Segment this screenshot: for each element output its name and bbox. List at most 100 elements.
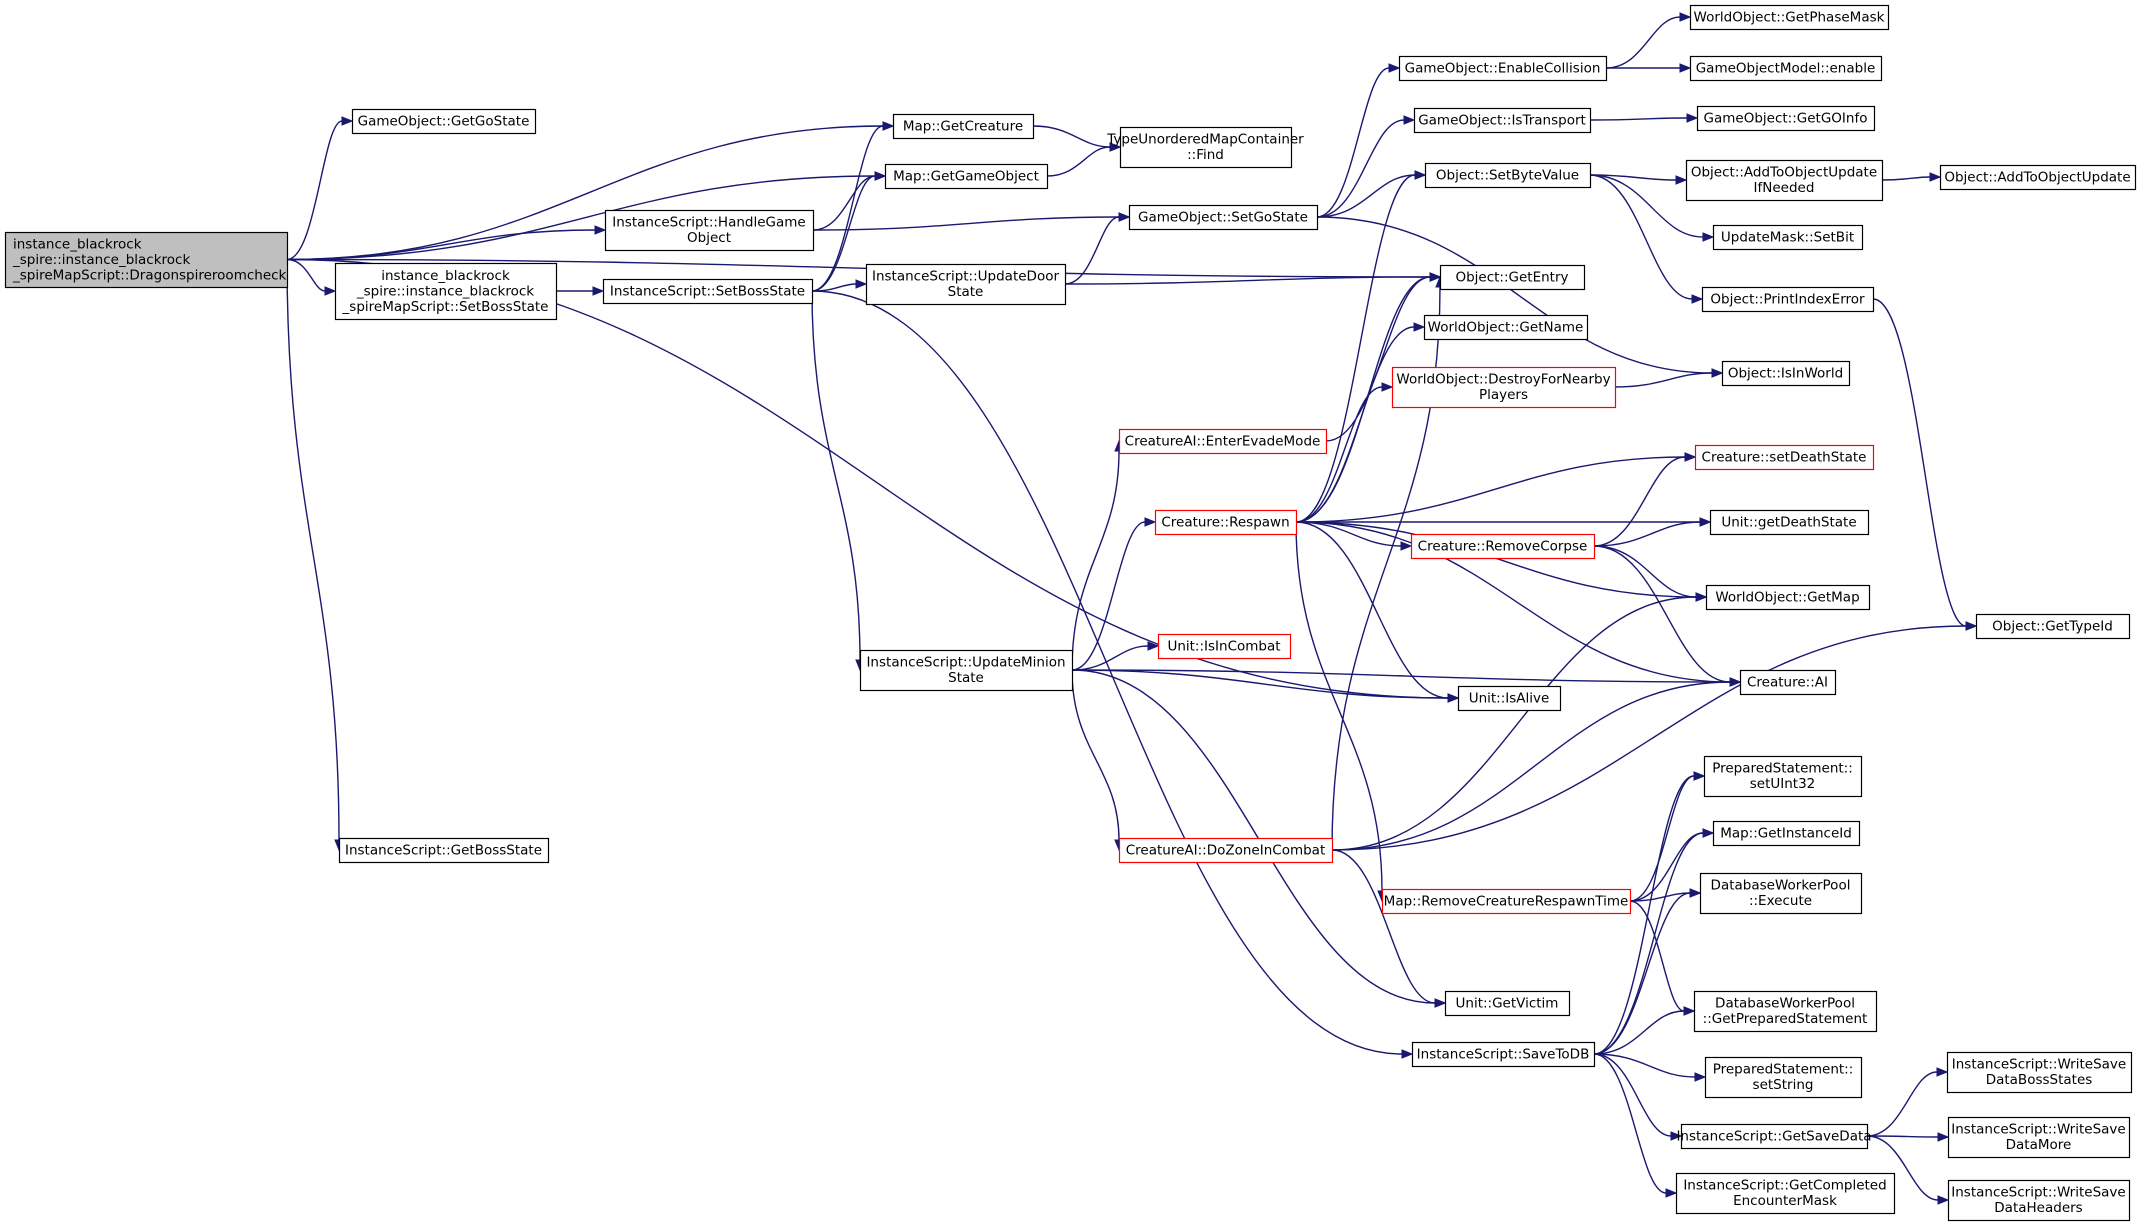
node-label-line: InstanceScript::SaveToDB: [1417, 1046, 1590, 1062]
node-label-line: Object::AddToObjectUpdate: [1944, 169, 2130, 185]
node-objGetTypeId[interactable]: Object::GetTypeId: [1975, 613, 2131, 640]
node-unitGetVictim[interactable]: Unit::GetVictim: [1444, 990, 1571, 1017]
edge-line: [1605, 16, 1681, 69]
node-creatureAI[interactable]: Creature::AI: [1739, 669, 1837, 696]
edge-line: [1064, 216, 1120, 285]
edge-arrowhead: [1401, 1049, 1414, 1059]
edge-line: [1589, 174, 1704, 238]
node-psSetUInt32[interactable]: PreparedStatement::setUInt32: [1703, 755, 1863, 798]
node-psSetString[interactable]: PreparedStatement::setString: [1704, 1056, 1863, 1099]
node-label-line: State: [948, 670, 984, 686]
node-mapRemoveCreatureRespawnTime[interactable]: Map::RemoveCreatureRespawnTime: [1381, 888, 1632, 915]
edge-line: [1032, 125, 1111, 148]
node-box: [1423, 314, 1589, 341]
node-label-line: InstanceScript::HandleGame: [612, 215, 805, 231]
node-label-line: GameObjectModel::enable: [1696, 60, 1876, 76]
node-aiEnterEvadeMode[interactable]: CreatureAI::EnterEvadeMode: [1118, 428, 1328, 455]
edge-arrowhead: [1675, 175, 1688, 185]
node-typeFind[interactable]: TypeUnorderedMapContainer::Find: [1106, 126, 1304, 169]
node-objPrintIndexError[interactable]: Object::PrintIndexError: [1701, 286, 1875, 313]
edge-arrowhead: [1665, 1188, 1678, 1198]
node-box: [1439, 264, 1586, 291]
node-objAddToObjectUpdate[interactable]: Object::AddToObjectUpdate: [1939, 164, 2137, 191]
node-box: [334, 262, 558, 321]
node-unitIsAlive[interactable]: Unit::IsAlive: [1457, 685, 1562, 712]
node-box: [1685, 159, 1884, 202]
node-mapGetCreature[interactable]: Map::GetCreature: [892, 113, 1035, 140]
node-gomEnable[interactable]: GameObjectModel::enable: [1689, 55, 1883, 82]
edge-isSaveToDB-to-dbwpGetPreparedStatement: [1593, 1006, 1696, 1055]
node-box: [1946, 1051, 2133, 1094]
edge-objSetByteValue-to-objPrintIndexError: [1589, 174, 1704, 304]
node-isSaveToDB[interactable]: InstanceScript::SaveToDB: [1411, 1041, 1596, 1068]
node-label-line: UpdateMask::SetBit: [1721, 229, 1854, 245]
edge-handleGameObject-to-mapGetGameObject: [812, 171, 887, 231]
node-isGetBossState[interactable]: InstanceScript::GetBossState: [338, 837, 550, 864]
node-label-line: GameObject::IsTransport: [1418, 112, 1586, 128]
edge-aiDoZoneInCombat-to-objGetTypeId: [1331, 621, 1978, 851]
edge-line: [1866, 1135, 1939, 1138]
edge-line: [811, 290, 1403, 1055]
node-mapGetInstanceId[interactable]: Map::GetInstanceId: [1712, 820, 1861, 847]
node-goGetGOInfo[interactable]: GameObject::GetGOInfo: [1696, 105, 1876, 132]
edge-arrowhead: [874, 171, 887, 181]
edge-line: [811, 290, 861, 661]
edge-line: [1629, 892, 1691, 902]
edge-root-to-blackrockSetBossState: [286, 258, 337, 296]
node-aiDoZoneInCombat[interactable]: CreatureAI::DoZoneInCombat: [1118, 837, 1334, 864]
node-woGetPhaseMask[interactable]: WorldObject::GetPhaseMask: [1689, 4, 1890, 31]
edge-line: [286, 259, 340, 841]
node-label-line: Creature::setDeathState: [1702, 449, 1867, 465]
edge-objAddToObjectUpdateIfNeeded-to-objAddToObjectUpdate: [1881, 172, 1942, 182]
edge-goSetGoState-to-objIsInWorld: [1316, 216, 1724, 378]
edge-arrowhead: [1684, 452, 1697, 462]
node-isSetBossState[interactable]: InstanceScript::SetBossState: [602, 278, 814, 305]
node-creatureSetDeathState[interactable]: Creature::setDeathState: [1694, 444, 1875, 471]
node-isGetSaveData[interactable]: InstanceScript::GetSaveData: [1676, 1123, 1872, 1150]
node-box: [1705, 584, 1871, 611]
node-blackrockSetBossState[interactable]: instance_blackrock_spire::instance_black…: [334, 262, 558, 321]
edge-creatureRemoveCorpse-to-creatureAI: [1593, 545, 1742, 687]
node-mapGetGameObject[interactable]: Map::GetGameObject: [884, 163, 1049, 190]
node-label-line: GameObject::EnableCollision: [1405, 60, 1601, 76]
edge-isGetSaveData-to-writeSaveDataMore: [1866, 1132, 1950, 1142]
node-goEnableCollision[interactable]: GameObject::EnableCollision: [1398, 55, 1608, 82]
node-objSetByteValue[interactable]: Object::SetByteValue: [1424, 162, 1592, 189]
node-woGetName[interactable]: WorldObject::GetName: [1423, 314, 1589, 341]
node-woGetMap[interactable]: WorldObject::GetMap: [1705, 584, 1871, 611]
node-creatureRespawn[interactable]: Creature::Respawn: [1154, 509, 1298, 536]
edge-line: [812, 175, 876, 231]
node-goSetGoState[interactable]: GameObject::SetGoState: [1128, 204, 1319, 231]
node-box: [1680, 1123, 1869, 1150]
node-updateMaskSetBit[interactable]: UpdateMask::SetBit: [1712, 224, 1864, 251]
edge-line: [1593, 892, 1691, 1055]
edge-creatureRemoveCorpse-to-unitGetDeathState: [1593, 517, 1712, 547]
edge-line: [1316, 216, 1713, 374]
node-label-line: InstanceScript::WriteSave: [1952, 1057, 2126, 1073]
edge-line: [812, 216, 1120, 231]
node-isGetCompletedEncounterMask[interactable]: InstanceScript::GetCompletedEncounterMas…: [1675, 1172, 1896, 1215]
edge-arrowhead: [1679, 63, 1692, 73]
node-objGetEntry[interactable]: Object::GetEntry: [1439, 264, 1586, 291]
node-unitIsInCombat[interactable]: Unit::IsInCombat: [1157, 633, 1292, 660]
edge-updateMinionState-to-creatureRespawn: [1071, 517, 1157, 671]
node-dbwpExecute[interactable]: DatabaseWorkerPool::Execute: [1699, 872, 1863, 915]
node-creatureRemoveCorpse[interactable]: Creature::RemoveCorpse: [1410, 533, 1596, 560]
edge-updateMinionState-to-creatureAI: [1071, 669, 1742, 687]
node-goIsTransport[interactable]: GameObject::IsTransport: [1413, 107, 1592, 134]
node-root[interactable]: instance_blackrock_spire::instance_black…: [4, 231, 289, 289]
node-unitGetDeathState[interactable]: Unit::getDeathState: [1709, 509, 1870, 536]
node-dbwpGetPreparedStatement[interactable]: DatabaseWorkerPool::GetPreparedStatement: [1693, 990, 1878, 1033]
node-objIsInWorld[interactable]: Object::IsInWorld: [1721, 360, 1851, 387]
edge-line: [1316, 174, 1416, 218]
node-goGetGoState[interactable]: GameObject::GetGoState: [351, 108, 537, 135]
